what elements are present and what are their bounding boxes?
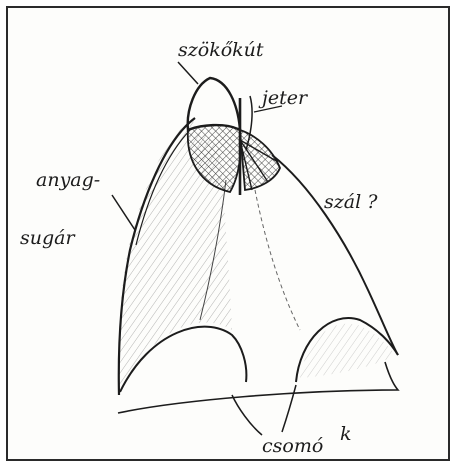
label-thread: szál ?: [324, 191, 378, 213]
label-knots: csomó: [262, 435, 323, 457]
label-material: anyag-: [36, 169, 100, 191]
base-line: [118, 362, 398, 413]
label-jeter: jeter: [258, 87, 309, 109]
anyag-leader-line: [112, 195, 135, 230]
label-knots-suffix: k: [340, 423, 352, 445]
bottom-right-shade: [300, 324, 395, 378]
right-edge-line: [272, 155, 398, 355]
top-leader-line: [178, 62, 198, 84]
knot-leader-lines: [232, 385, 296, 435]
inner-right-edge: [255, 190, 300, 330]
label-ray: sugár: [20, 227, 76, 249]
label-fountain: szökőkút: [178, 39, 264, 61]
fountain-top-lobe: [188, 78, 240, 130]
